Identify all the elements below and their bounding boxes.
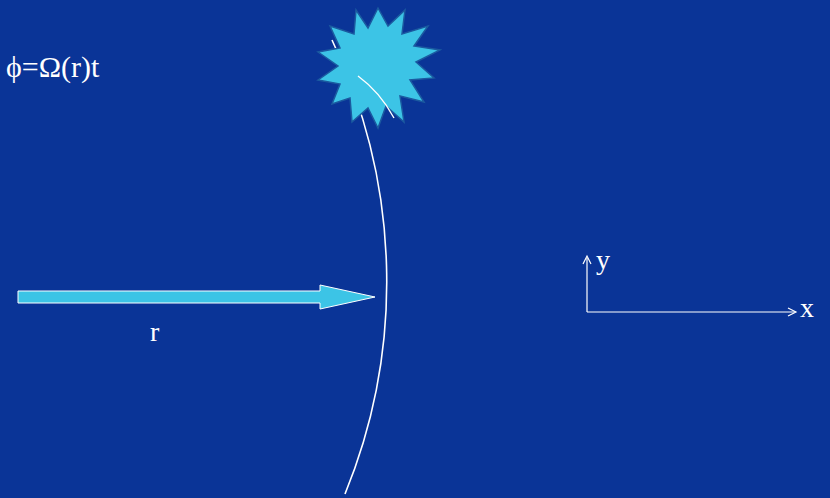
phase-formula: ϕ=Ω(r)t [6, 52, 99, 82]
y-axis-head [583, 256, 591, 264]
x-axis [587, 311, 795, 312]
y-axis [586, 258, 587, 312]
starburst [318, 8, 440, 128]
orbit-arc-in-burst [358, 76, 394, 118]
radius-label: r [150, 318, 159, 346]
axis-label: y [596, 246, 610, 274]
axis-label: x [800, 294, 814, 322]
radius-arrow [18, 285, 375, 309]
x-axis-head [788, 308, 796, 316]
